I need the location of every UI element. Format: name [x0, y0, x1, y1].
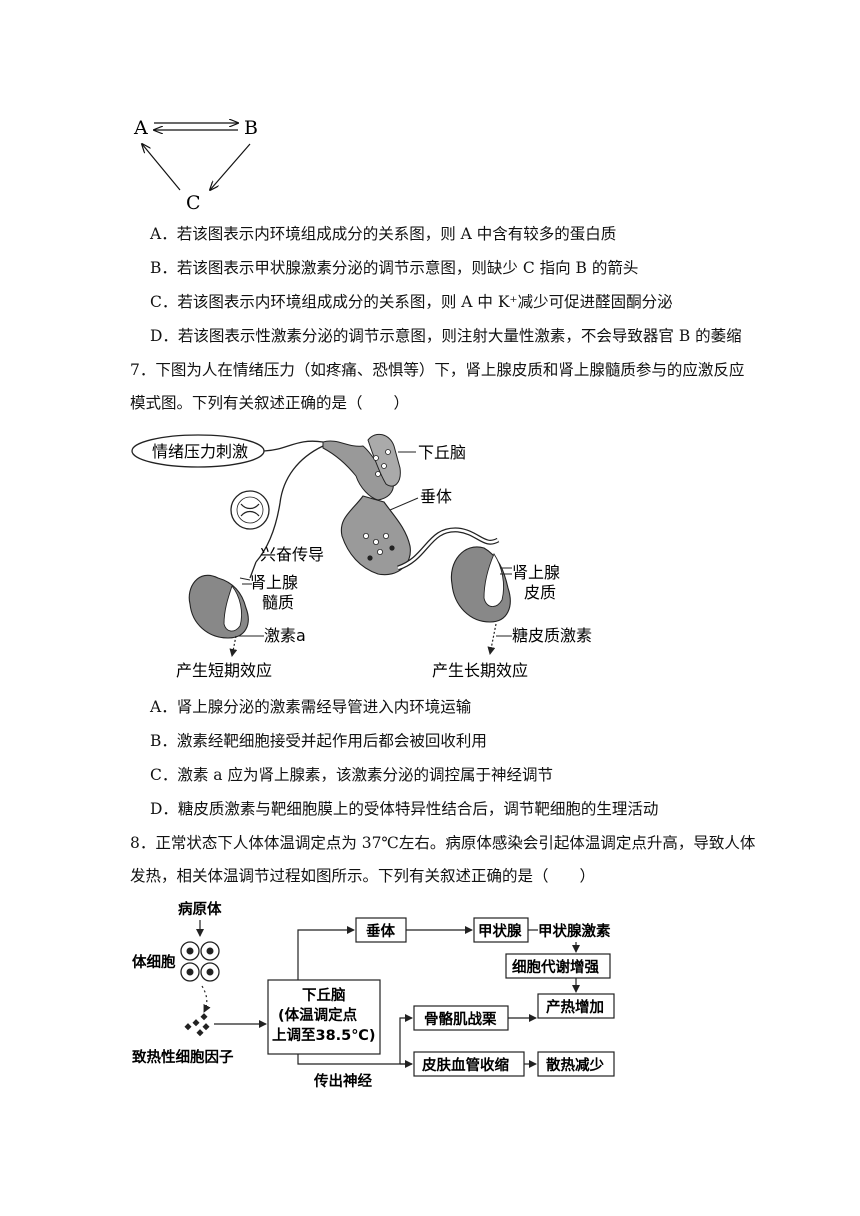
cortex-label-1: 肾上腺 — [512, 563, 560, 582]
medulla-label-1: 肾上腺 — [250, 573, 298, 592]
q7-option-a: A．肾上腺分泌的激素需经导管进入内环境运输 — [150, 698, 472, 716]
adrenal-medulla — [223, 585, 243, 632]
heat-down-label: 散热减少 — [546, 1056, 604, 1074]
cytokine-dots — [184, 1013, 210, 1037]
efferent-line — [297, 1054, 412, 1065]
q6-option-d: D．若该图表示性激素分泌的调节示意图，则注射大量性激素，不会导致器官 B 的萎缩 — [150, 327, 742, 345]
cytokine-release-arrow — [201, 985, 211, 1013]
thyroid-box — [473, 917, 529, 943]
excitation-label: 兴奋传导 — [260, 545, 324, 564]
body-cells — [180, 941, 220, 982]
hypothalamus-box — [267, 979, 381, 1055]
q7-stem-line1: 7．下图为人在情绪压力（如疼痛、恐惧等）下，肾上腺皮质和肾上腺髓质参与的应激反应 — [130, 361, 745, 379]
metabolism-label: 细胞代谢增强 — [512, 958, 599, 976]
q8-stem-line2: 发热，相关体温调节过程如图所示。下列有关叙述正确的是（ ） — [130, 867, 596, 885]
hypothalamus-label: 下丘脑 — [418, 443, 466, 462]
short-effect-label: 产生短期效应 — [176, 661, 272, 680]
excitation-nerve — [249, 561, 257, 579]
thyroid-label: 甲状腺 — [478, 922, 522, 940]
q6-option-a: A．若该图表示内环境组成成分的关系图，则 A 中含有较多的蛋白质 — [150, 225, 617, 243]
pyrogen-label: 致热性细胞因子 — [132, 1048, 234, 1066]
adrenal-cortex — [483, 553, 505, 607]
arrow-c-to-a — [142, 144, 181, 191]
node-b: B — [244, 117, 258, 139]
stress-response-diagram: 情绪压力刺激 下丘脑 垂体 兴奋传导 肾上腺 髓质 激素a 产生短期效应 肾上腺… — [131, 433, 592, 680]
long-effect-label: 产生长期效应 — [432, 661, 528, 680]
node-c: C — [186, 192, 201, 214]
heat-down-box — [537, 1051, 615, 1077]
node-a: A — [133, 117, 148, 139]
shiver-label: 骨骼肌战栗 — [424, 1010, 497, 1028]
thyroid-hormone-label: 甲状腺激素 — [538, 922, 611, 940]
medulla-label-2: 髓质 — [262, 593, 294, 612]
shiver-box — [413, 1005, 509, 1031]
stimulus-nerve — [263, 440, 324, 452]
q7-stem-line2: 模式图。下列有关叙述正确的是（ ） — [130, 394, 410, 412]
q7-option-c: C．激素 a 应为肾上腺素，该激素分泌的调控属于神经调节 — [150, 766, 553, 784]
hypo-label-3: 上调至38.5℃) — [272, 1027, 375, 1044]
heat-up-box — [537, 993, 615, 1019]
pituitary-shape — [340, 495, 411, 576]
hormone-a-label: 激素a — [264, 626, 306, 645]
to-shiver — [399, 1014, 413, 1064]
hormone-a-arrow — [229, 635, 238, 657]
stimulus-label: 情绪压力刺激 — [152, 442, 248, 461]
hypothalamus-upper — [367, 433, 401, 487]
vaso-label: 皮肤血管收缩 — [422, 1056, 509, 1074]
q7-option-b: B．激素经靶细胞接受并起作用后都会被回收利用 — [150, 732, 487, 750]
efferent-label: 传出神经 — [313, 1072, 372, 1090]
q8-stem-line1: 8．正常状态下人体体温调定点为 37℃左右。病原体感染会引起体温调定点升高，导致… — [130, 834, 756, 852]
q6-option-b: B．若该图表示甲状腺激素分泌的调节示意图，则缺少 C 指向 B 的箭头 — [150, 259, 639, 277]
glucocorticoid-arrow — [487, 623, 497, 655]
spinal-nerve — [255, 445, 324, 563]
body-cell-label: 体细胞 — [132, 953, 176, 971]
q7-option-d: D．糖皮质激素与靶细胞膜上的受体特异性结合后，调节靶细胞的生理活动 — [150, 800, 659, 818]
hypo-label-1: 下丘脑 — [302, 986, 346, 1004]
arrow-b-to-c — [210, 143, 251, 190]
q6-option-c: C．若该图表示内环境组成成分的关系图，则 A 中 K⁺减少可促进醛固酮分泌 — [150, 293, 673, 311]
vaso-box — [413, 1051, 525, 1077]
hypothalamus-shape — [322, 440, 394, 501]
pituitary-label: 垂体 — [366, 922, 395, 940]
hypo-to-pituitary — [297, 926, 355, 980]
thermoregulation-diagram: 病原体 体细胞 致热性细胞因子 下丘脑 (体温调定点 上调至38.5℃) 垂体 — [132, 900, 615, 1090]
pathogen-label: 病原体 — [178, 900, 222, 918]
glucocorticoid-label: 糖皮质激素 — [512, 626, 592, 645]
heat-up-label: 产热增加 — [546, 998, 604, 1016]
hypo-label-2: (体温调定点 — [278, 1006, 358, 1024]
metabolism-box — [505, 953, 611, 979]
cortex-label-2: 皮质 — [524, 583, 556, 602]
pituitary-label: 垂体 — [420, 487, 452, 506]
triangle-diagram: A B C — [133, 117, 258, 214]
